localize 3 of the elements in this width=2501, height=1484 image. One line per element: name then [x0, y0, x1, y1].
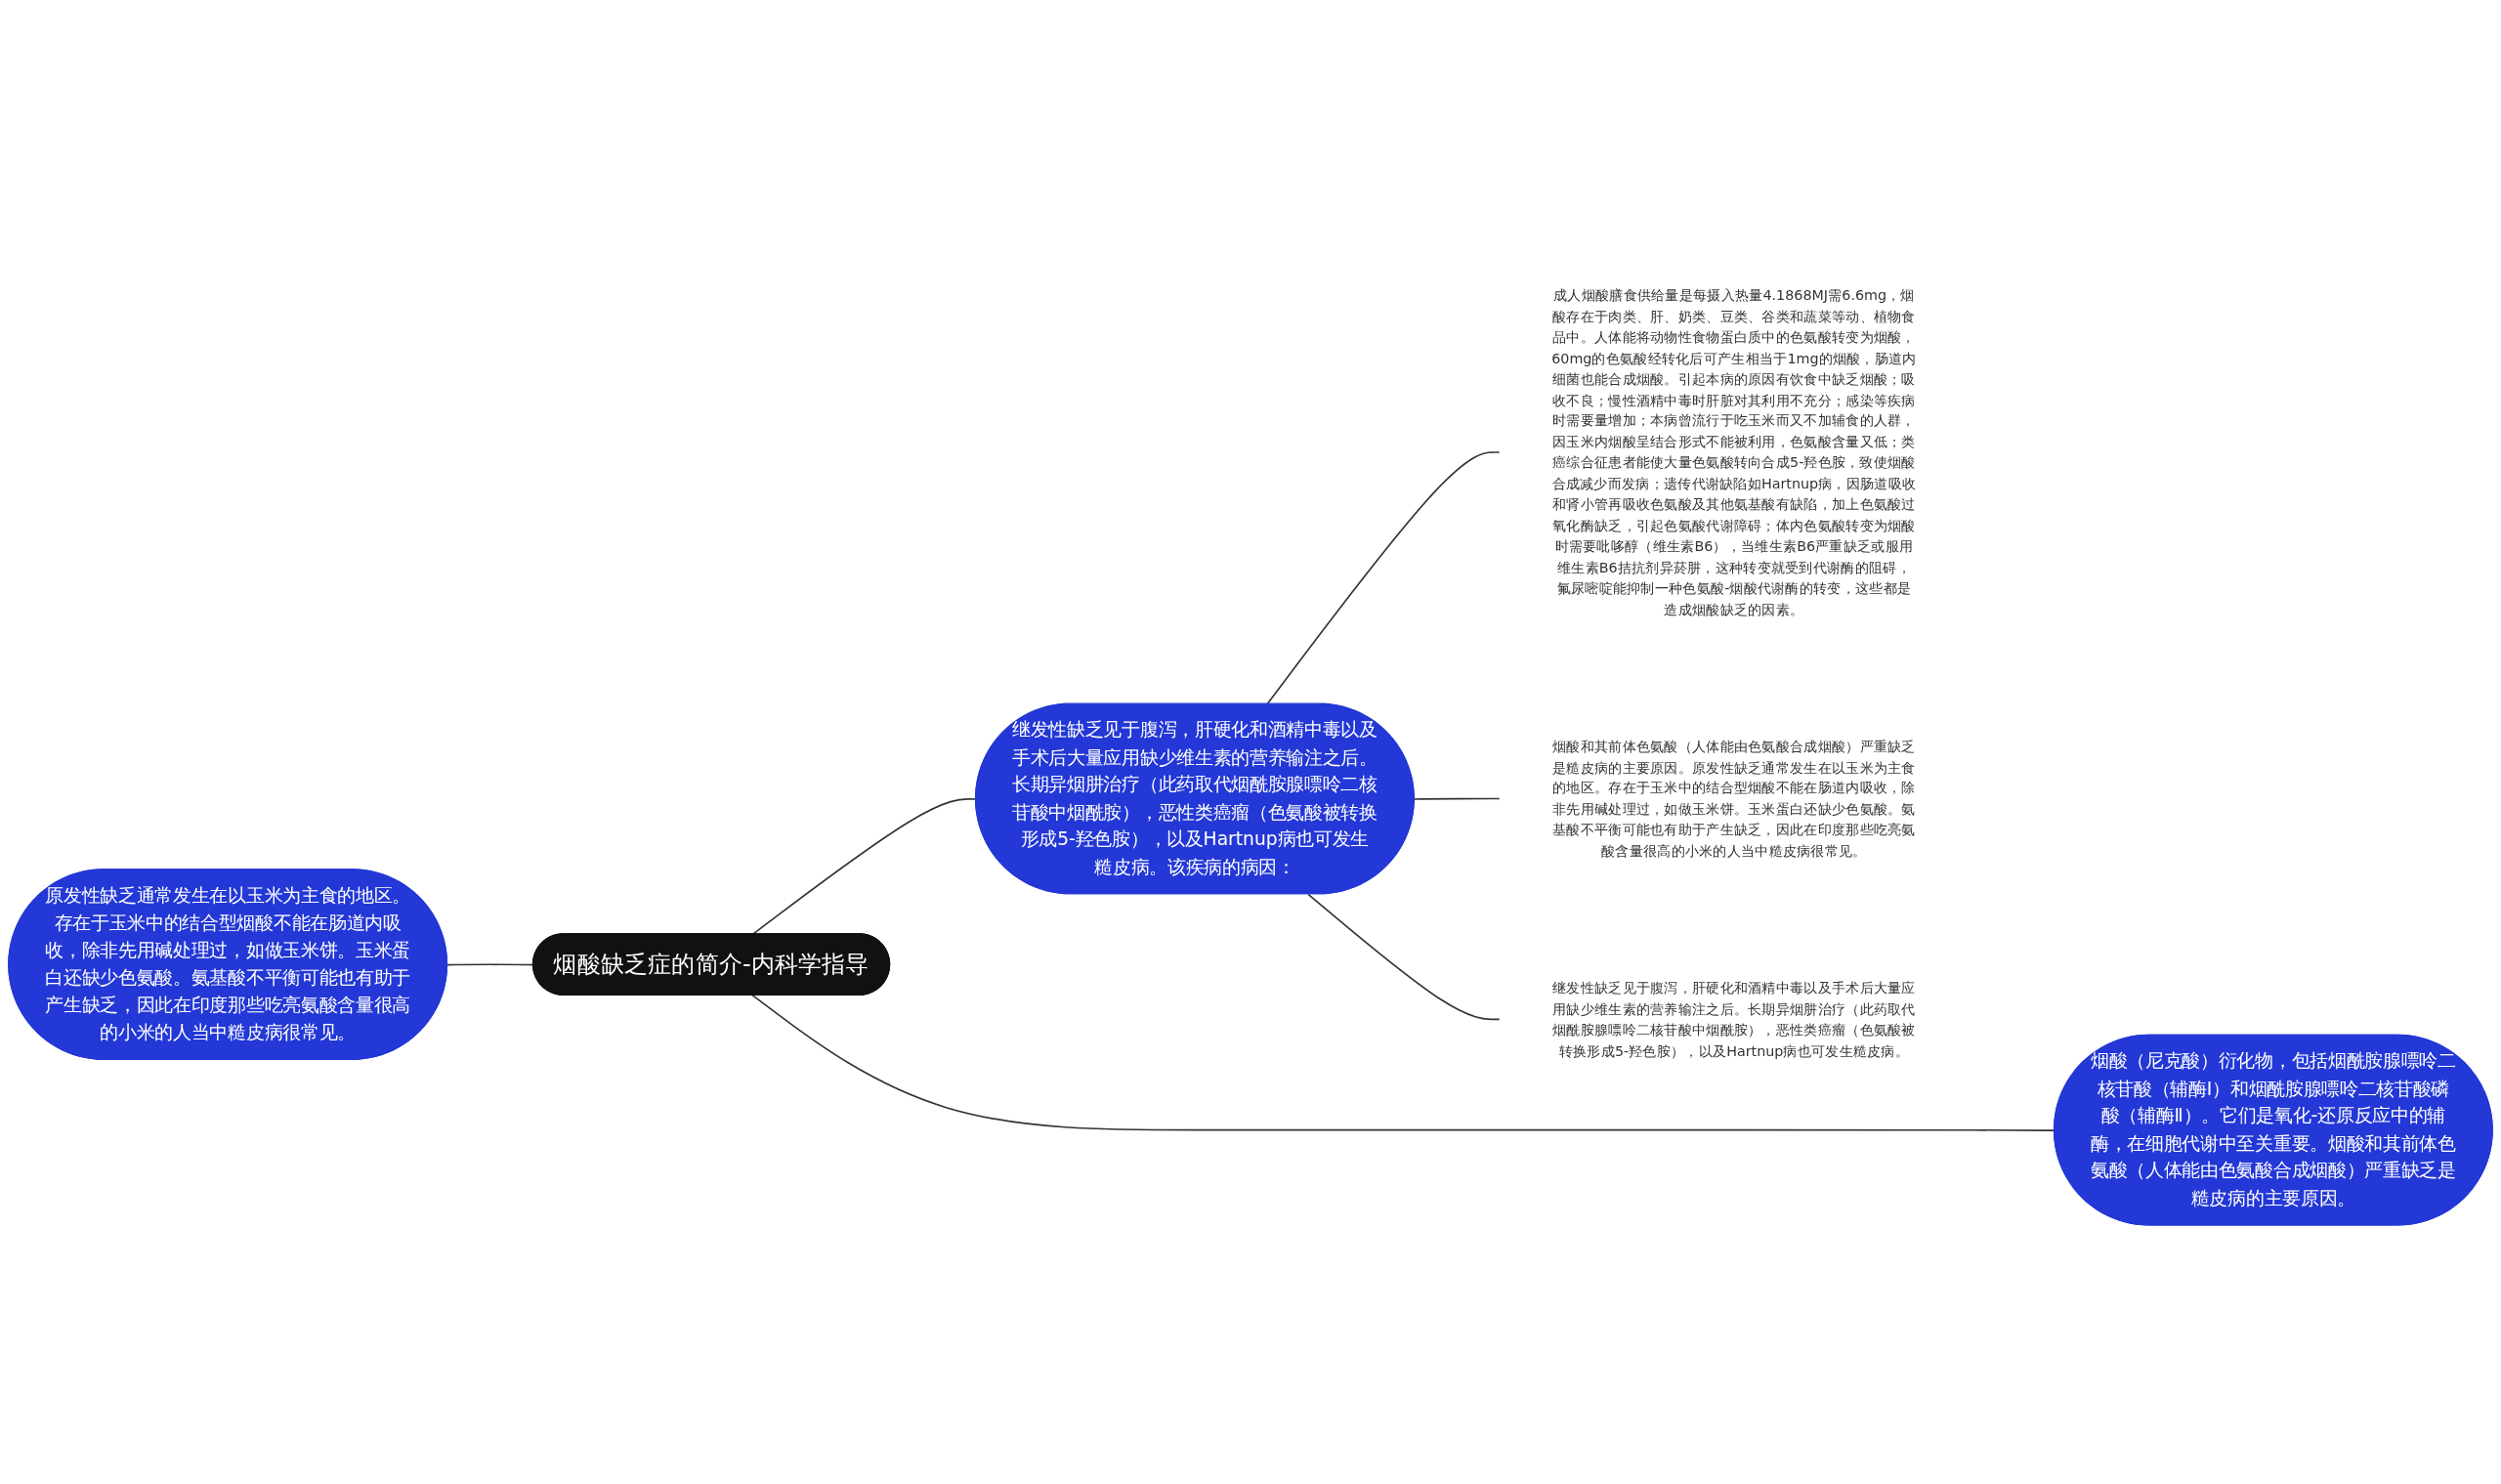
- node-text: 成人烟酸膳食供给量是每摄入热量4.1868MJ需6.6mg，烟酸存在于肉类、肝、奶类、豆类、谷类和蔬菜等动、植物食品中。人体能将动物性食物蛋白质中的色氨酸转变为烟酸，60mg的色氨酸经转化后可产生相当于1mg的烟酸，肠道内细菌也能合成烟酸。引起本病的原因有饮食中缺乏烟酸；吸收不良；慢性酒精中毒时肝脏对其利用不充分；感染等疾病时需要量增加；本病曾流行于吃玉米而又不加辅食的人群，因玉米内烟酸呈结合形式不能被利用，色氨酸含量又低；类癌综合征患者能使大量色氨酸转向合成5-羟色胺，致使烟酸合成减少而发病；遗传代谢缺陷如Hartnup病，因肠道吸收和肾小管再吸收色氨酸及其他氨基酸有缺陷，加上色氨酸过氧化酶缺乏，引起色氨酸代谢障碍；体内色氨酸转变为烟酸时需要吡哆醇（维生素B6），当维生素B6严重缺乏或服用维生素B6拮抗剂异菸肼，这种转变就受到代谢酶的阻碍，氟尿嘧啶能抑制一种色氨酸-烟酸代谢酶的转变，这些都是造成烟酸缺乏的因素。: [1551, 286, 1917, 617]
- node-text: 烟酸和其前体色氨酸（人体能由色氨酸合成烟酸）严重缺乏是糙皮病的主要原因。原发性缺乏通常发生在以玉米为主食的地区。存在于玉米中的结合型烟酸不能在肠道内吸收，除非先用碱处理过，如做玉米饼。玉米蛋白还缺少色氨酸。氨基酸不平衡可能也有助于产生缺乏，因此在印度那些吃亮氨酸含量很高的小米的人当中糙皮病很常见。: [1552, 738, 1916, 860]
- node-text: 继发性缺乏见于腹泻，肝硬化和酒精中毒以及手术后大量应用缺少维生素的营养输注之后。长期异烟肼治疗（此药取代烟酰胺腺嘌呤二核苷酸中烟酰胺），恶性类癌瘤（色氨酸被转换形成5-羟色胺），以及Hartnup病也可发生糙皮病。: [1552, 979, 1916, 1059]
